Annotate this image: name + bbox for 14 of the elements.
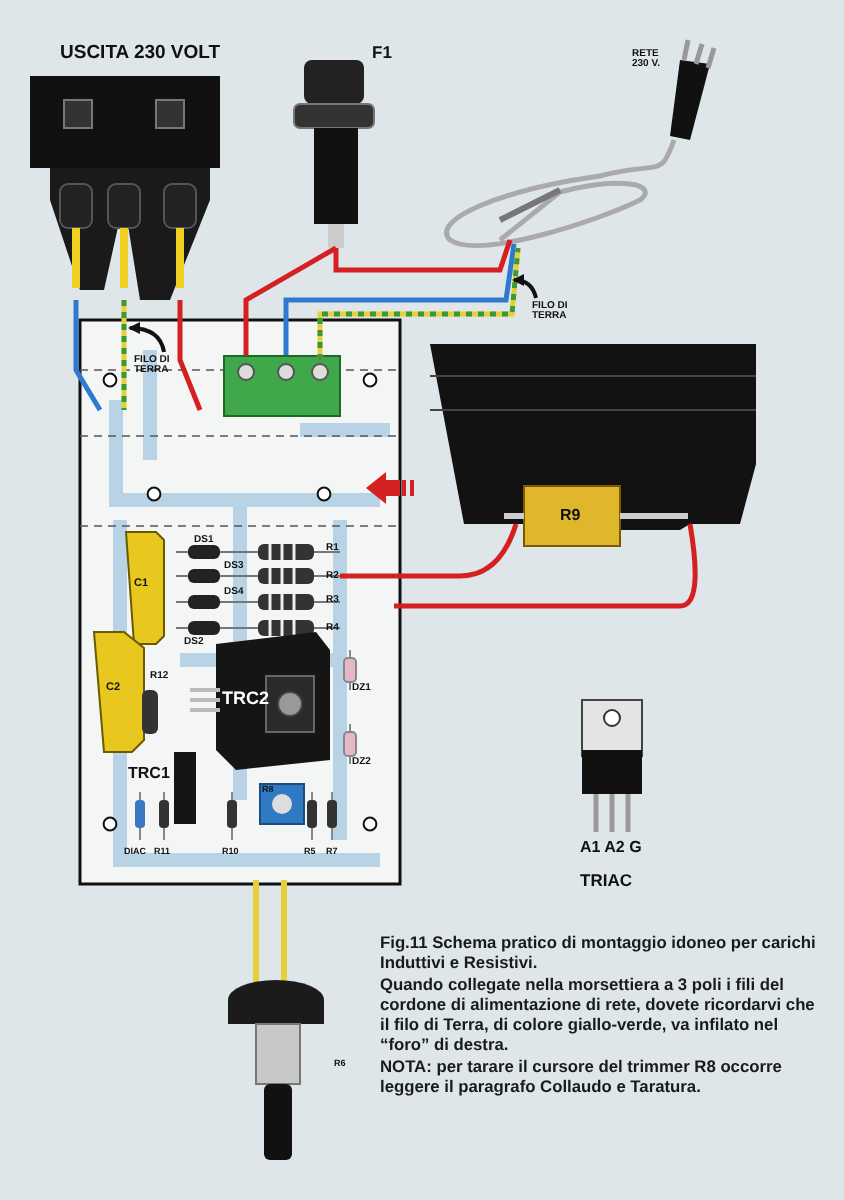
caption-text: NOTA: per tarare il cursore del trimmer R8 occorre leggere il paragrafo Collaudo e Taratura. bbox=[380, 1055, 784, 1096]
part-label: F1 bbox=[372, 44, 392, 61]
part-label: TRC2 bbox=[222, 690, 270, 708]
part-label: TRIAC bbox=[580, 872, 632, 889]
part-label: A1 A2 G bbox=[580, 840, 642, 856]
leader-arrow bbox=[128, 322, 166, 353]
earth-wire bbox=[317, 247, 521, 360]
earth-wire bbox=[121, 300, 127, 410]
caption-text: Quando collegate nella morsettiera a 3 poli i fili del cordone di alimentazione di rete, dovete ricordarvi che il filo di Terra, di colore giallo-verde, va infilato nel “foro” di destra. bbox=[380, 973, 817, 1055]
leader-arrow bbox=[512, 274, 538, 299]
part-label: USCITA 230 VOLT bbox=[60, 44, 221, 63]
figure-caption: Fig.11 Schema pratico di montaggio idoneo per carichi Induttivi e Resistivi. bbox=[380, 932, 818, 973]
part-label: R9 bbox=[560, 508, 581, 524]
part-label: TRC1 bbox=[128, 766, 170, 782]
